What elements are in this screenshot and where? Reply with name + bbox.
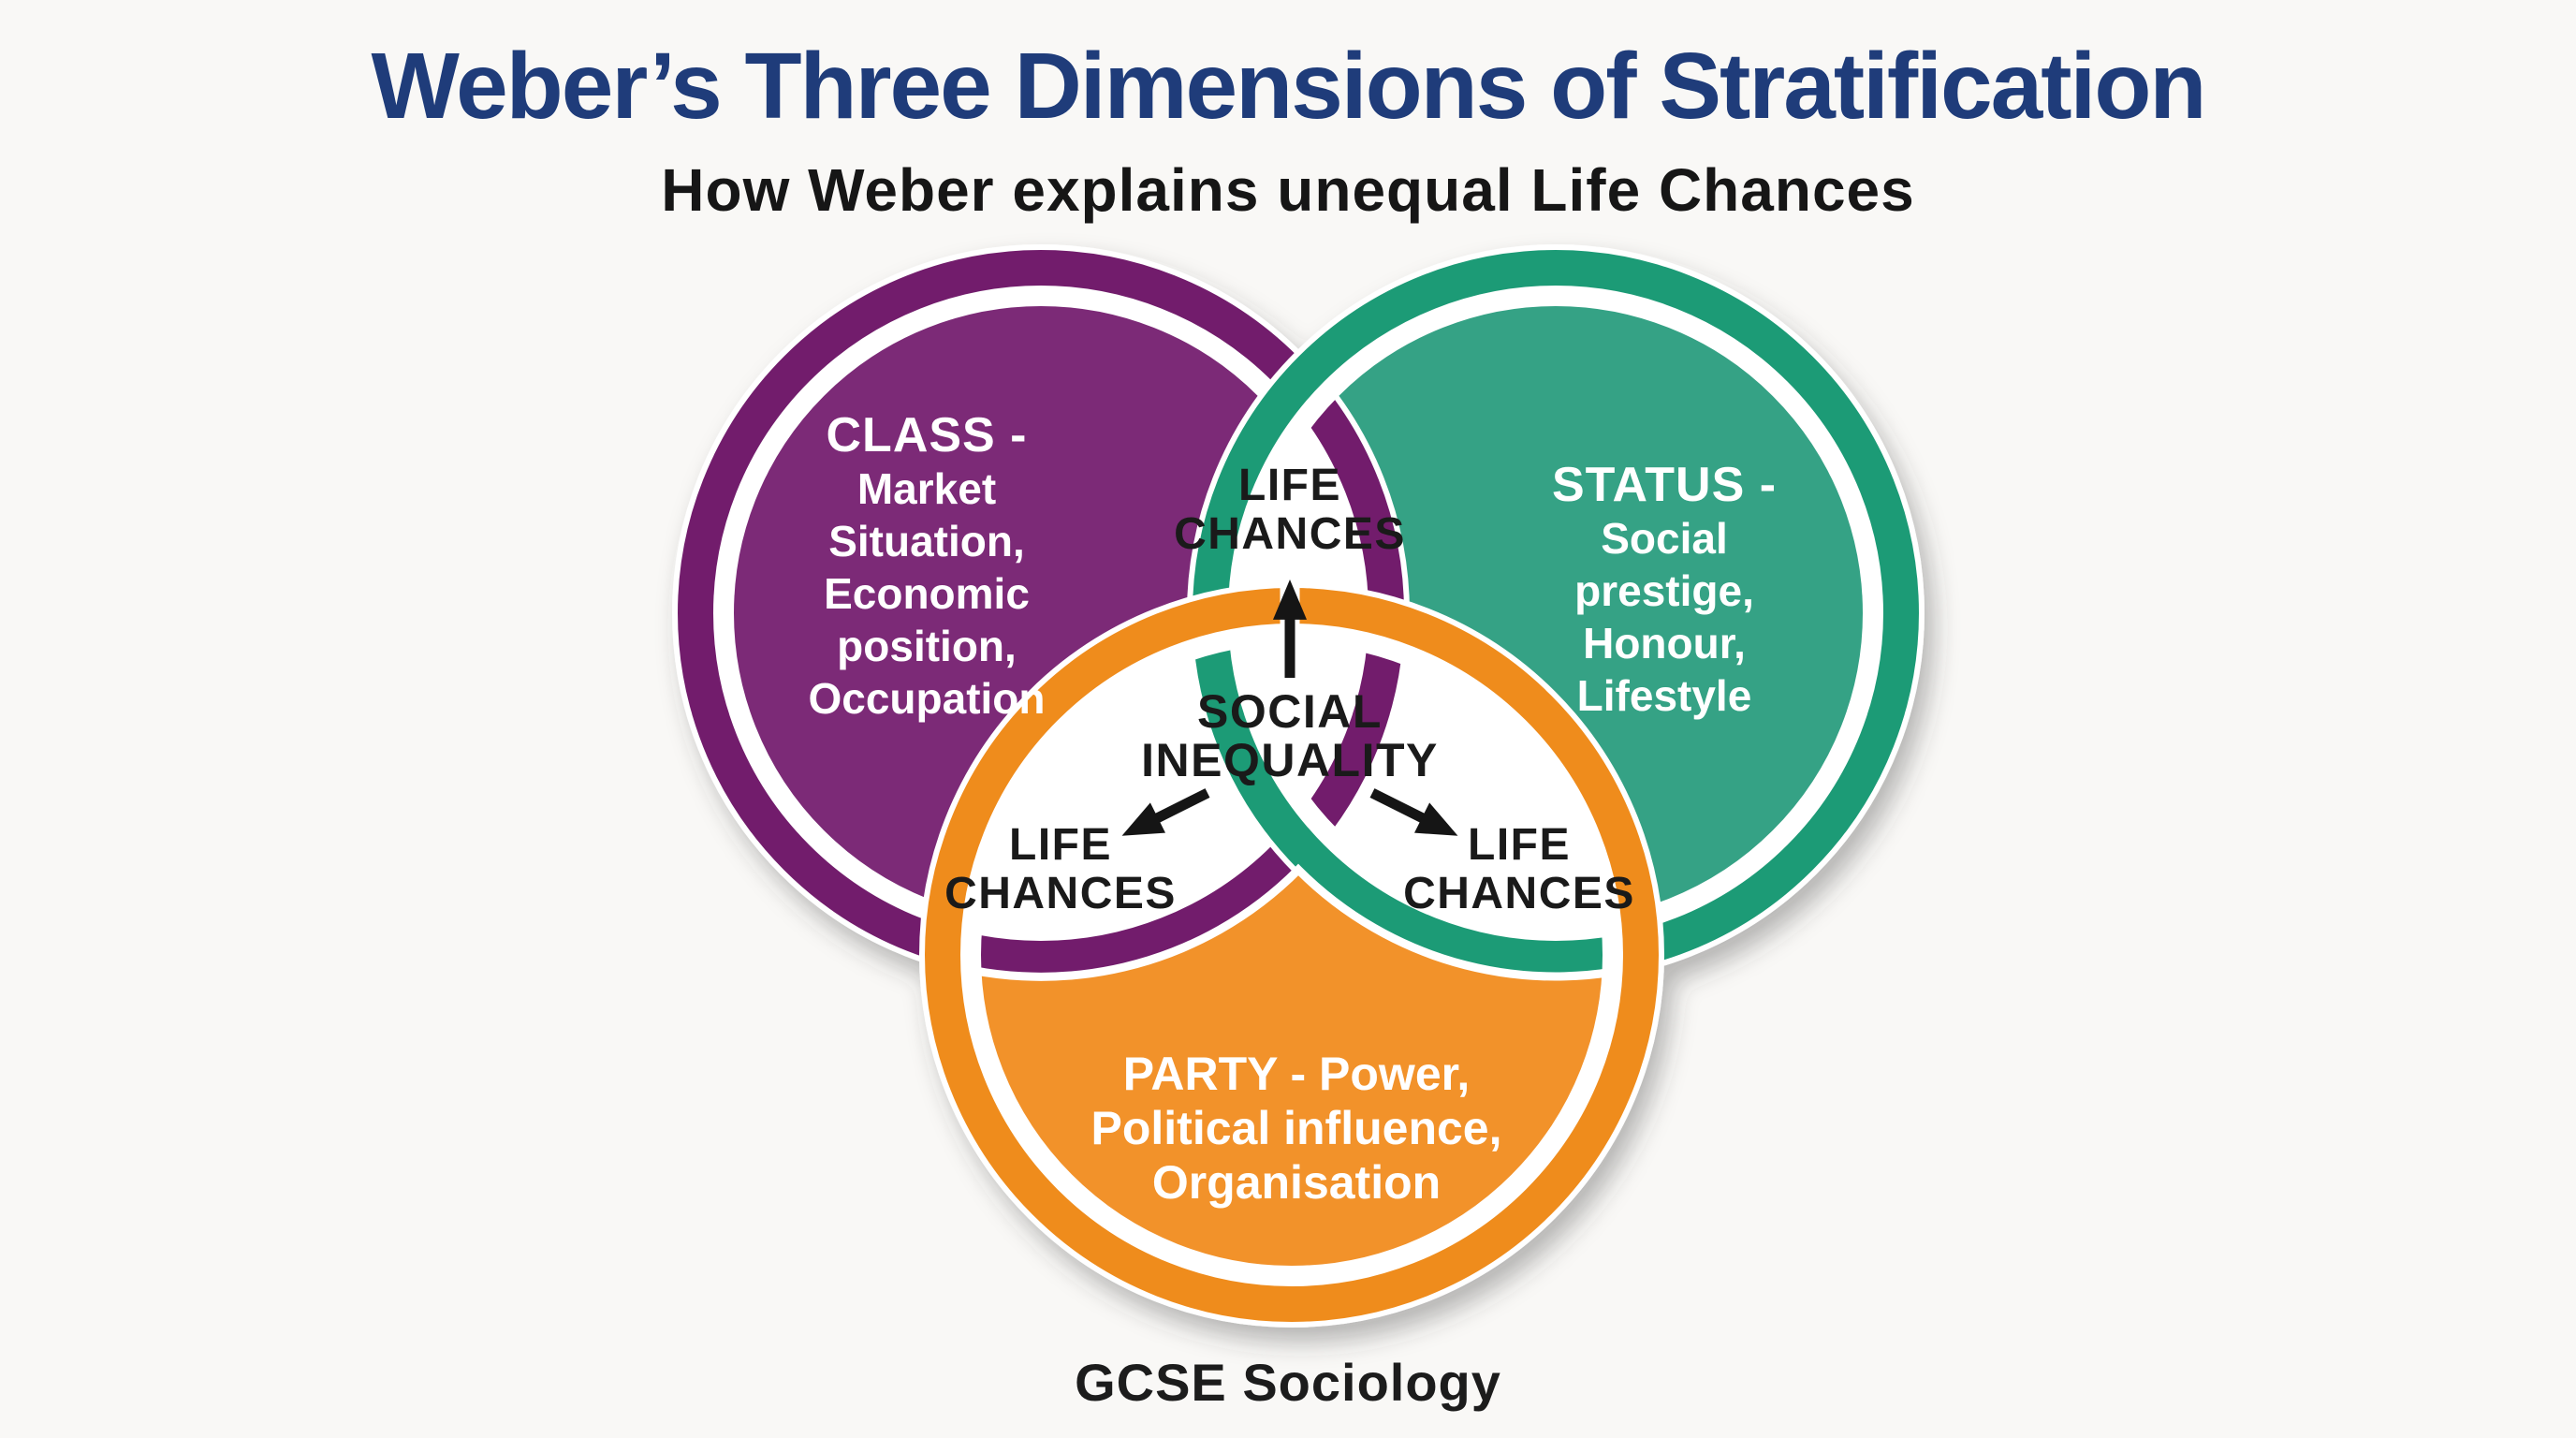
party-circle-line: Political influence, xyxy=(1091,1102,1502,1154)
arrow-down-right-icon xyxy=(1369,788,1458,836)
footer-caption: GCSE Sociology xyxy=(1075,1353,1501,1412)
status-circle-line: Lifestyle xyxy=(1577,671,1752,720)
party-circle-line: Organisation xyxy=(1152,1156,1441,1209)
class-circle-line: position, xyxy=(837,622,1017,670)
class-circle-heading: CLASS - xyxy=(827,408,1028,462)
arrows xyxy=(1121,577,1458,842)
page-title: Weber’s Three Dimensions of Stratificati… xyxy=(371,34,2206,139)
social-inequality-line: SOCIAL xyxy=(1197,685,1383,738)
status-circle-heading: STATUS - xyxy=(1552,458,1777,512)
social-inequality-label: SOCIAL INEQUALITY xyxy=(1141,685,1439,786)
class-circle-line: Economic xyxy=(824,569,1030,618)
party-circle-label: PARTY - Power, Political influence, Orga… xyxy=(1091,1048,1502,1209)
life-chances-top-line: CHANCES xyxy=(1174,509,1406,559)
life-chances-left-label: LIFE CHANCES xyxy=(944,820,1177,918)
status-circle-line: Social xyxy=(1601,514,1728,563)
page-subtitle: How Weber explains unequal Life Chances xyxy=(661,156,1915,224)
life-chances-left-line: CHANCES xyxy=(944,869,1177,918)
life-chances-top-label: LIFE CHANCES xyxy=(1174,461,1406,559)
party-circle-line: PARTY - Power, xyxy=(1123,1048,1470,1100)
class-circle-line: Market xyxy=(857,464,996,513)
venn-circles xyxy=(672,244,1925,1328)
class-circle-line: Occupation xyxy=(808,674,1045,723)
social-inequality-line: INEQUALITY xyxy=(1141,734,1439,786)
life-chances-right-line: CHANCES xyxy=(1403,869,1635,918)
class-circle-label: CLASS - Market Situation, Economic posit… xyxy=(808,408,1045,723)
life-chances-right-label: LIFE CHANCES xyxy=(1403,820,1635,918)
class-circle-line: Situation, xyxy=(828,517,1025,565)
status-circle-line: Honour, xyxy=(1583,619,1746,668)
life-chances-right-line: LIFE xyxy=(1468,820,1571,870)
life-chances-left-line: LIFE xyxy=(1009,820,1112,870)
arrow-down-left-icon xyxy=(1121,788,1210,836)
life-chances-top-line: LIFE xyxy=(1238,461,1341,510)
status-circle-line: prestige, xyxy=(1574,566,1754,615)
status-circle-label: STATUS - Social prestige, Honour, Lifest… xyxy=(1552,458,1777,720)
